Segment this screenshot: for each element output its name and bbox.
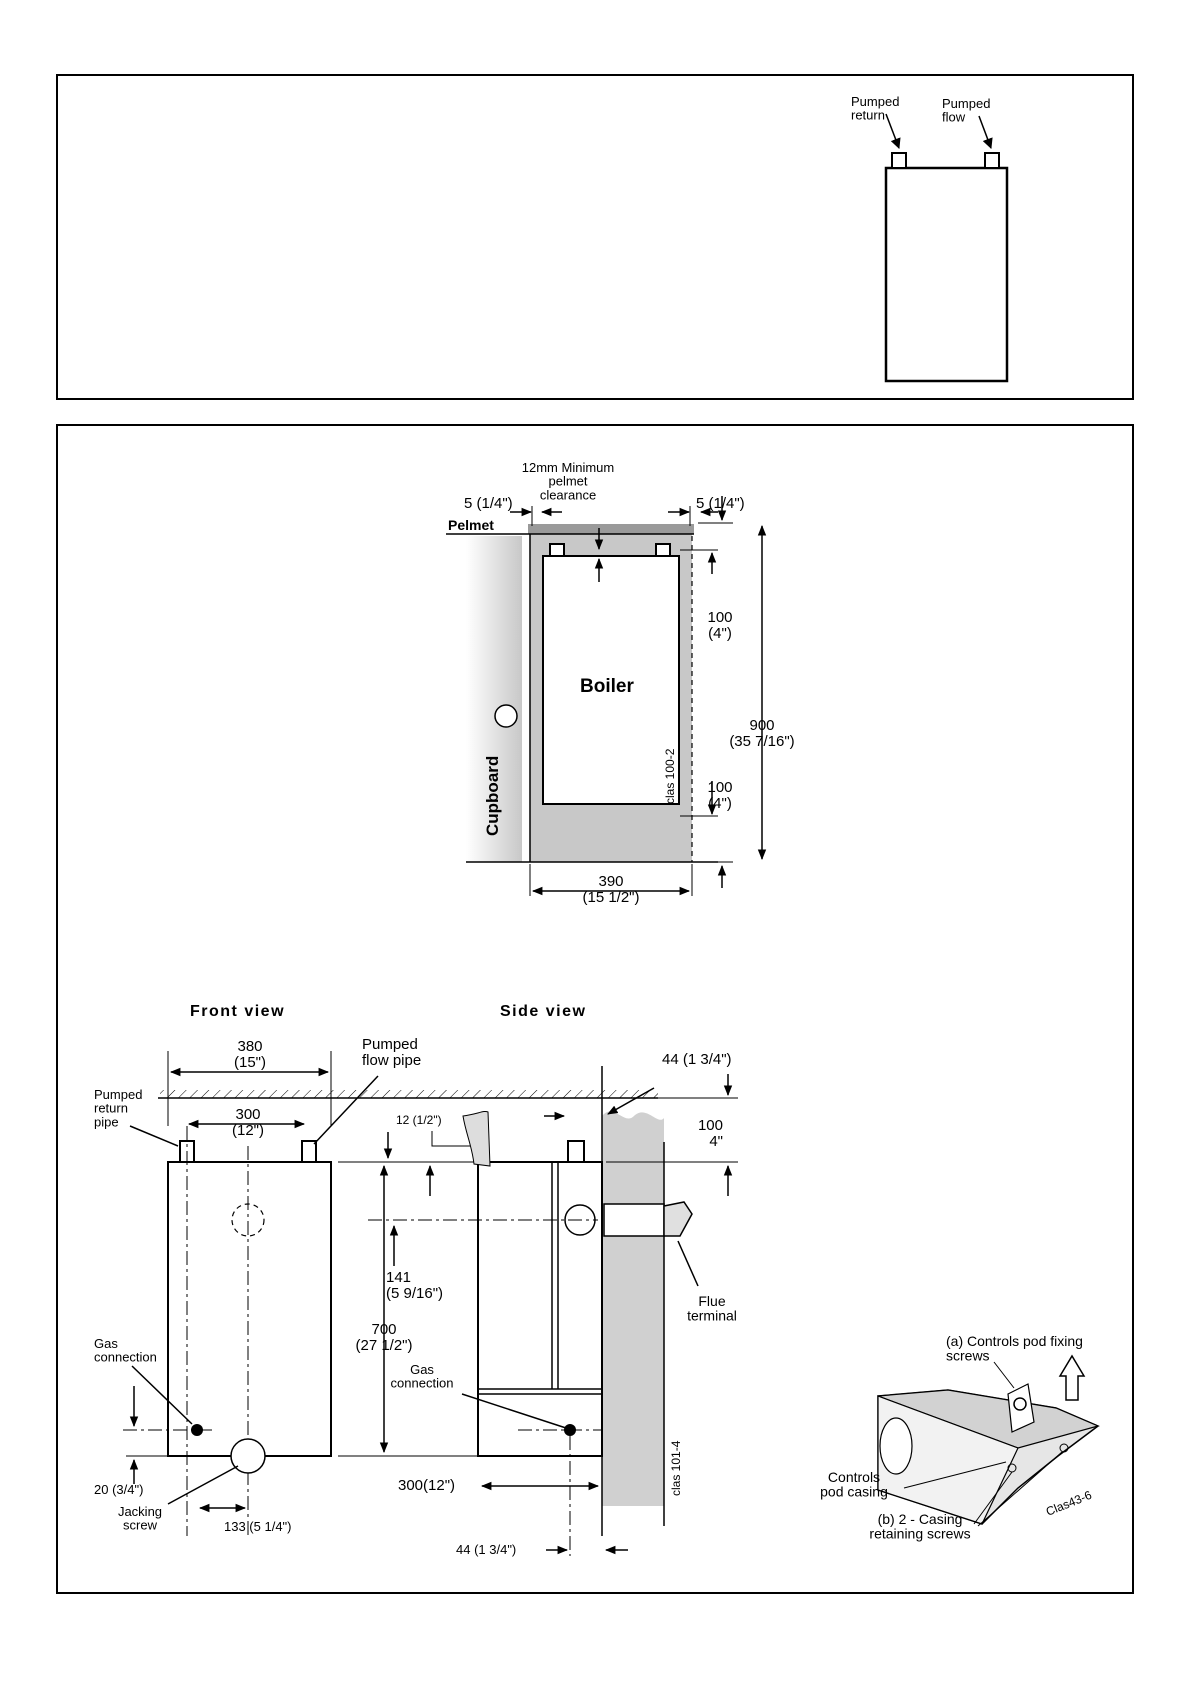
pipe-centres-dim: 300(12"): [232, 1106, 264, 1139]
boiler-height-dim: 700(27 1/2"): [355, 1321, 412, 1354]
pelmet-label: Pelmet: [448, 517, 494, 533]
boiler-outline: [884, 166, 1009, 383]
flow-pipe-stub: [984, 152, 1000, 169]
cupboard-label: Cupboard: [483, 756, 502, 836]
lift-arrow: [1058, 1354, 1086, 1401]
top-clearance-dim: 100(4"): [707, 609, 732, 642]
boiler-body: [542, 555, 680, 805]
overall-width-dim: 380(15"): [234, 1038, 266, 1071]
clearance-diagram: Boiler clas 100-2 Cupboard 5 (1/4") 5 (1…: [446, 460, 795, 906]
side-flow-pipe: [567, 1140, 585, 1163]
return-pipe-stub: [891, 152, 907, 169]
pipe-offset-dim: 12 (1/2"): [396, 1113, 442, 1127]
front-boiler-body: [167, 1161, 332, 1457]
flue-centre-dim: 141(5 9/16"): [386, 1269, 443, 1302]
clearance-ref: clas 100-2: [663, 748, 677, 804]
installation-diagrams: Boiler clas 100-2 Cupboard 5 (1/4") 5 (1…: [94, 460, 1100, 1557]
jacking-screw: [230, 1438, 266, 1474]
flue-duct: [603, 1203, 665, 1237]
front-flow-pipe: [301, 1140, 317, 1163]
cupboard-wall: [466, 536, 522, 862]
installation-panel: Boiler clas 100-2 Cupboard 5 (1/4") 5 (1…: [56, 424, 1134, 1594]
left-gap-dim: 5 (1/4"): [464, 495, 513, 512]
flue-terminal: [663, 1201, 693, 1237]
jacking-offset-dim: 133 (5 1/4"): [224, 1519, 292, 1534]
bottom-clearance-dim: 100(4"): [707, 779, 732, 812]
width-dim: 390(15 1/2"): [582, 873, 639, 906]
front-view-heading: Front view: [190, 1003, 285, 1020]
wall-gap-top-dim: 44 (1 3/4"): [662, 1051, 732, 1068]
height-dim: 900(35 7/16"): [729, 717, 794, 750]
right-gap-dim: 5 (1/4"): [696, 495, 745, 512]
cupboard-knob: [494, 704, 518, 728]
depth-dim: 300(12"): [398, 1477, 455, 1494]
pelmet: [528, 524, 694, 534]
boiler-label: Boiler: [580, 676, 634, 697]
gas-offset-dim: 20 (3/4"): [94, 1482, 143, 1497]
front-flue-outline: [231, 1203, 265, 1237]
wall-gap-bottom-dim: 44 (1 3/4"): [456, 1542, 516, 1557]
controls-ref: Clas43-6: [1044, 1488, 1094, 1519]
side-view-heading: Side view: [500, 1003, 586, 1020]
front-gas-connection: [191, 1424, 203, 1436]
wall: [602, 1111, 664, 1506]
dimension-ref: clas 101-4: [669, 1440, 683, 1496]
